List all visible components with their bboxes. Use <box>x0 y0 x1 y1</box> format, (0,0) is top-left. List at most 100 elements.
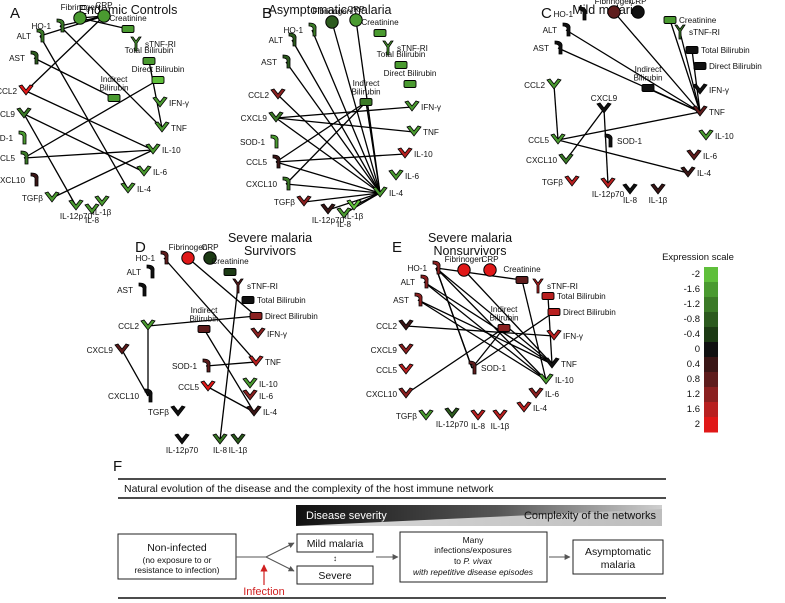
node-ifn: IFN-γ <box>404 100 442 112</box>
node-il4: IL-4 <box>680 166 712 178</box>
node-label-ast-line: AST <box>117 286 133 295</box>
edge-TGFb-IL10 <box>51 149 154 199</box>
noninfected-title: Non-infected <box>147 542 207 554</box>
node-label-cxcl9-line: CXCL9 <box>591 94 618 103</box>
edge-CCL5-IL4 <box>275 161 381 194</box>
node-alt: ALT <box>127 264 155 279</box>
edge-IBil-IL4 <box>203 328 255 413</box>
node-label-tbil-line: Total Bilirubin <box>377 50 426 59</box>
node-tnf: TNF <box>248 355 281 367</box>
node-label-tgfb-line: TGFβ <box>542 178 563 187</box>
edge-IBil-CXCL10 <box>405 327 505 395</box>
panel-title-c: Mild malaria <box>572 3 639 17</box>
node-label-sod1-line: SOD-1 <box>617 137 642 146</box>
node-label-il4: IL-4 <box>389 189 404 198</box>
node-label-il1b: IL-1β <box>649 196 668 205</box>
panel-letter-b: B <box>262 5 272 22</box>
node-label-crp-line: CRP <box>629 0 647 6</box>
node-label-tnf-line: TNF <box>265 358 281 367</box>
exposure-line4: with repetitive disease episodes <box>413 567 534 577</box>
node-label-ccl2: CCL2 <box>248 91 269 100</box>
edge-AST-IBil <box>33 57 115 99</box>
node-label-tbil: Total Bilirubin <box>701 46 750 55</box>
node-label-ibil-line: Bilirubin <box>633 74 663 83</box>
edge-CXCL9-IL6 <box>23 113 145 173</box>
node-label-sod1: SOD-1 <box>0 134 13 143</box>
node-label-il4: IL-4 <box>137 185 152 194</box>
scale-swatch <box>704 402 718 418</box>
node-tbil: Total Bilirubin <box>377 50 426 69</box>
node-label-il4: IL-4 <box>697 169 712 178</box>
node-label-tgfb-line: TGFβ <box>274 198 295 207</box>
node-label-ho1: HO-1 <box>407 264 427 273</box>
edge-TNF-TBil <box>148 60 163 129</box>
node-label-tgfb: TGFβ <box>542 178 563 187</box>
node-label-il6-line: IL-6 <box>703 152 718 161</box>
edge-CCL5-IL10 <box>275 153 406 163</box>
panel-title-line: Mild malaria <box>572 3 639 17</box>
node-label-fib-line: Fibrinogen <box>61 3 100 12</box>
node-label-il4: IL-4 <box>263 408 278 417</box>
panel-title-line: Survivors <box>244 244 296 258</box>
node-cxcl9: CXCL9 <box>0 107 32 119</box>
node-label-ho1-line: HO-1 <box>31 22 51 31</box>
panel-letter-f: F <box>113 458 122 475</box>
node-label-crea-line: Creatinine <box>109 14 147 23</box>
scale-swatch <box>704 327 718 343</box>
node-label-ho1: HO-1 <box>135 254 155 263</box>
node-label-il6: IL-6 <box>153 168 168 177</box>
node-alt: ALT <box>269 32 297 47</box>
node-tnf: TNF <box>154 121 187 133</box>
node-cxcl9: CXCL9 <box>87 343 130 355</box>
node-label-crp: CRP <box>481 255 499 264</box>
node-ifn: IFN-γ <box>250 327 288 339</box>
node-label-il10: IL-10 <box>259 380 278 389</box>
node-label-tgfb: TGFβ <box>148 408 169 417</box>
panel-title-line: Severe malaria <box>228 231 312 245</box>
arrow-to-mild <box>265 542 295 558</box>
edge-AST-TNF <box>417 299 553 365</box>
node-label-ccl2: CCL2 <box>0 87 17 96</box>
node-label-il6: IL-6 <box>703 152 718 161</box>
node-label-ifn-line: IFN-γ <box>709 86 730 95</box>
node-label-alt: ALT <box>17 32 31 41</box>
node-label-fib: Fibrinogen <box>169 243 208 252</box>
node-label-ccl5-line: CCL5 <box>246 158 267 167</box>
node-cxcl9: CXCL9 <box>241 111 284 123</box>
node-label-ifn-line: IFN-γ <box>267 330 288 339</box>
node-label-il10: IL-10 <box>414 150 433 159</box>
scale-tick-label: 2 <box>695 419 700 430</box>
edge-CXCL9-CXCL10 <box>121 349 149 397</box>
panel-f: F Natural evolution of the disease and t… <box>113 458 666 599</box>
node-label-alt-line: ALT <box>127 268 141 277</box>
node-label-il12-line: IL-12p70 <box>166 446 199 455</box>
node-label-sod1-line: SOD-1 <box>172 362 197 371</box>
node-label-ibil-line: Indirect <box>191 306 219 315</box>
edge-IBil-SOD1 <box>471 327 505 369</box>
node-label-sod1: SOD-1 <box>172 362 197 371</box>
edge-CCL5-IL4 <box>207 386 255 413</box>
node-label-il6: IL-6 <box>545 390 560 399</box>
scale-swatch <box>704 297 718 313</box>
node-crea: Creatinine <box>109 14 147 33</box>
node-label-il4-line: IL-4 <box>137 185 152 194</box>
node-label-il12: IL-12p70 <box>60 212 93 221</box>
node-dbil: Direct Bilirubin <box>547 308 616 317</box>
severity-label: Disease severity <box>306 510 387 522</box>
edge-Crea-TNF <box>669 19 701 113</box>
node-alt: ALT <box>543 22 571 37</box>
node-ccl5: CCL5 <box>178 380 216 392</box>
mild-box <box>296 533 374 553</box>
edge-CXCL9-CXCL10 <box>565 108 605 161</box>
node-label-stnf: sTNF-RI <box>689 28 720 37</box>
node-label-fib: Fibrinogen <box>61 3 100 12</box>
node-fib: Fibrinogen <box>595 0 634 19</box>
edges <box>553 11 701 185</box>
node-label-dbil-line: Direct Bilirubin <box>563 308 616 317</box>
edge-sTNF-TNF <box>679 31 701 113</box>
node-dbil: Direct Bilirubin <box>693 62 762 71</box>
node-label-tbil: Total Bilirubin <box>377 50 426 59</box>
node-label-stnf: sTNF-RI <box>547 282 578 291</box>
node-label-ifn-line: IFN-γ <box>421 103 442 112</box>
